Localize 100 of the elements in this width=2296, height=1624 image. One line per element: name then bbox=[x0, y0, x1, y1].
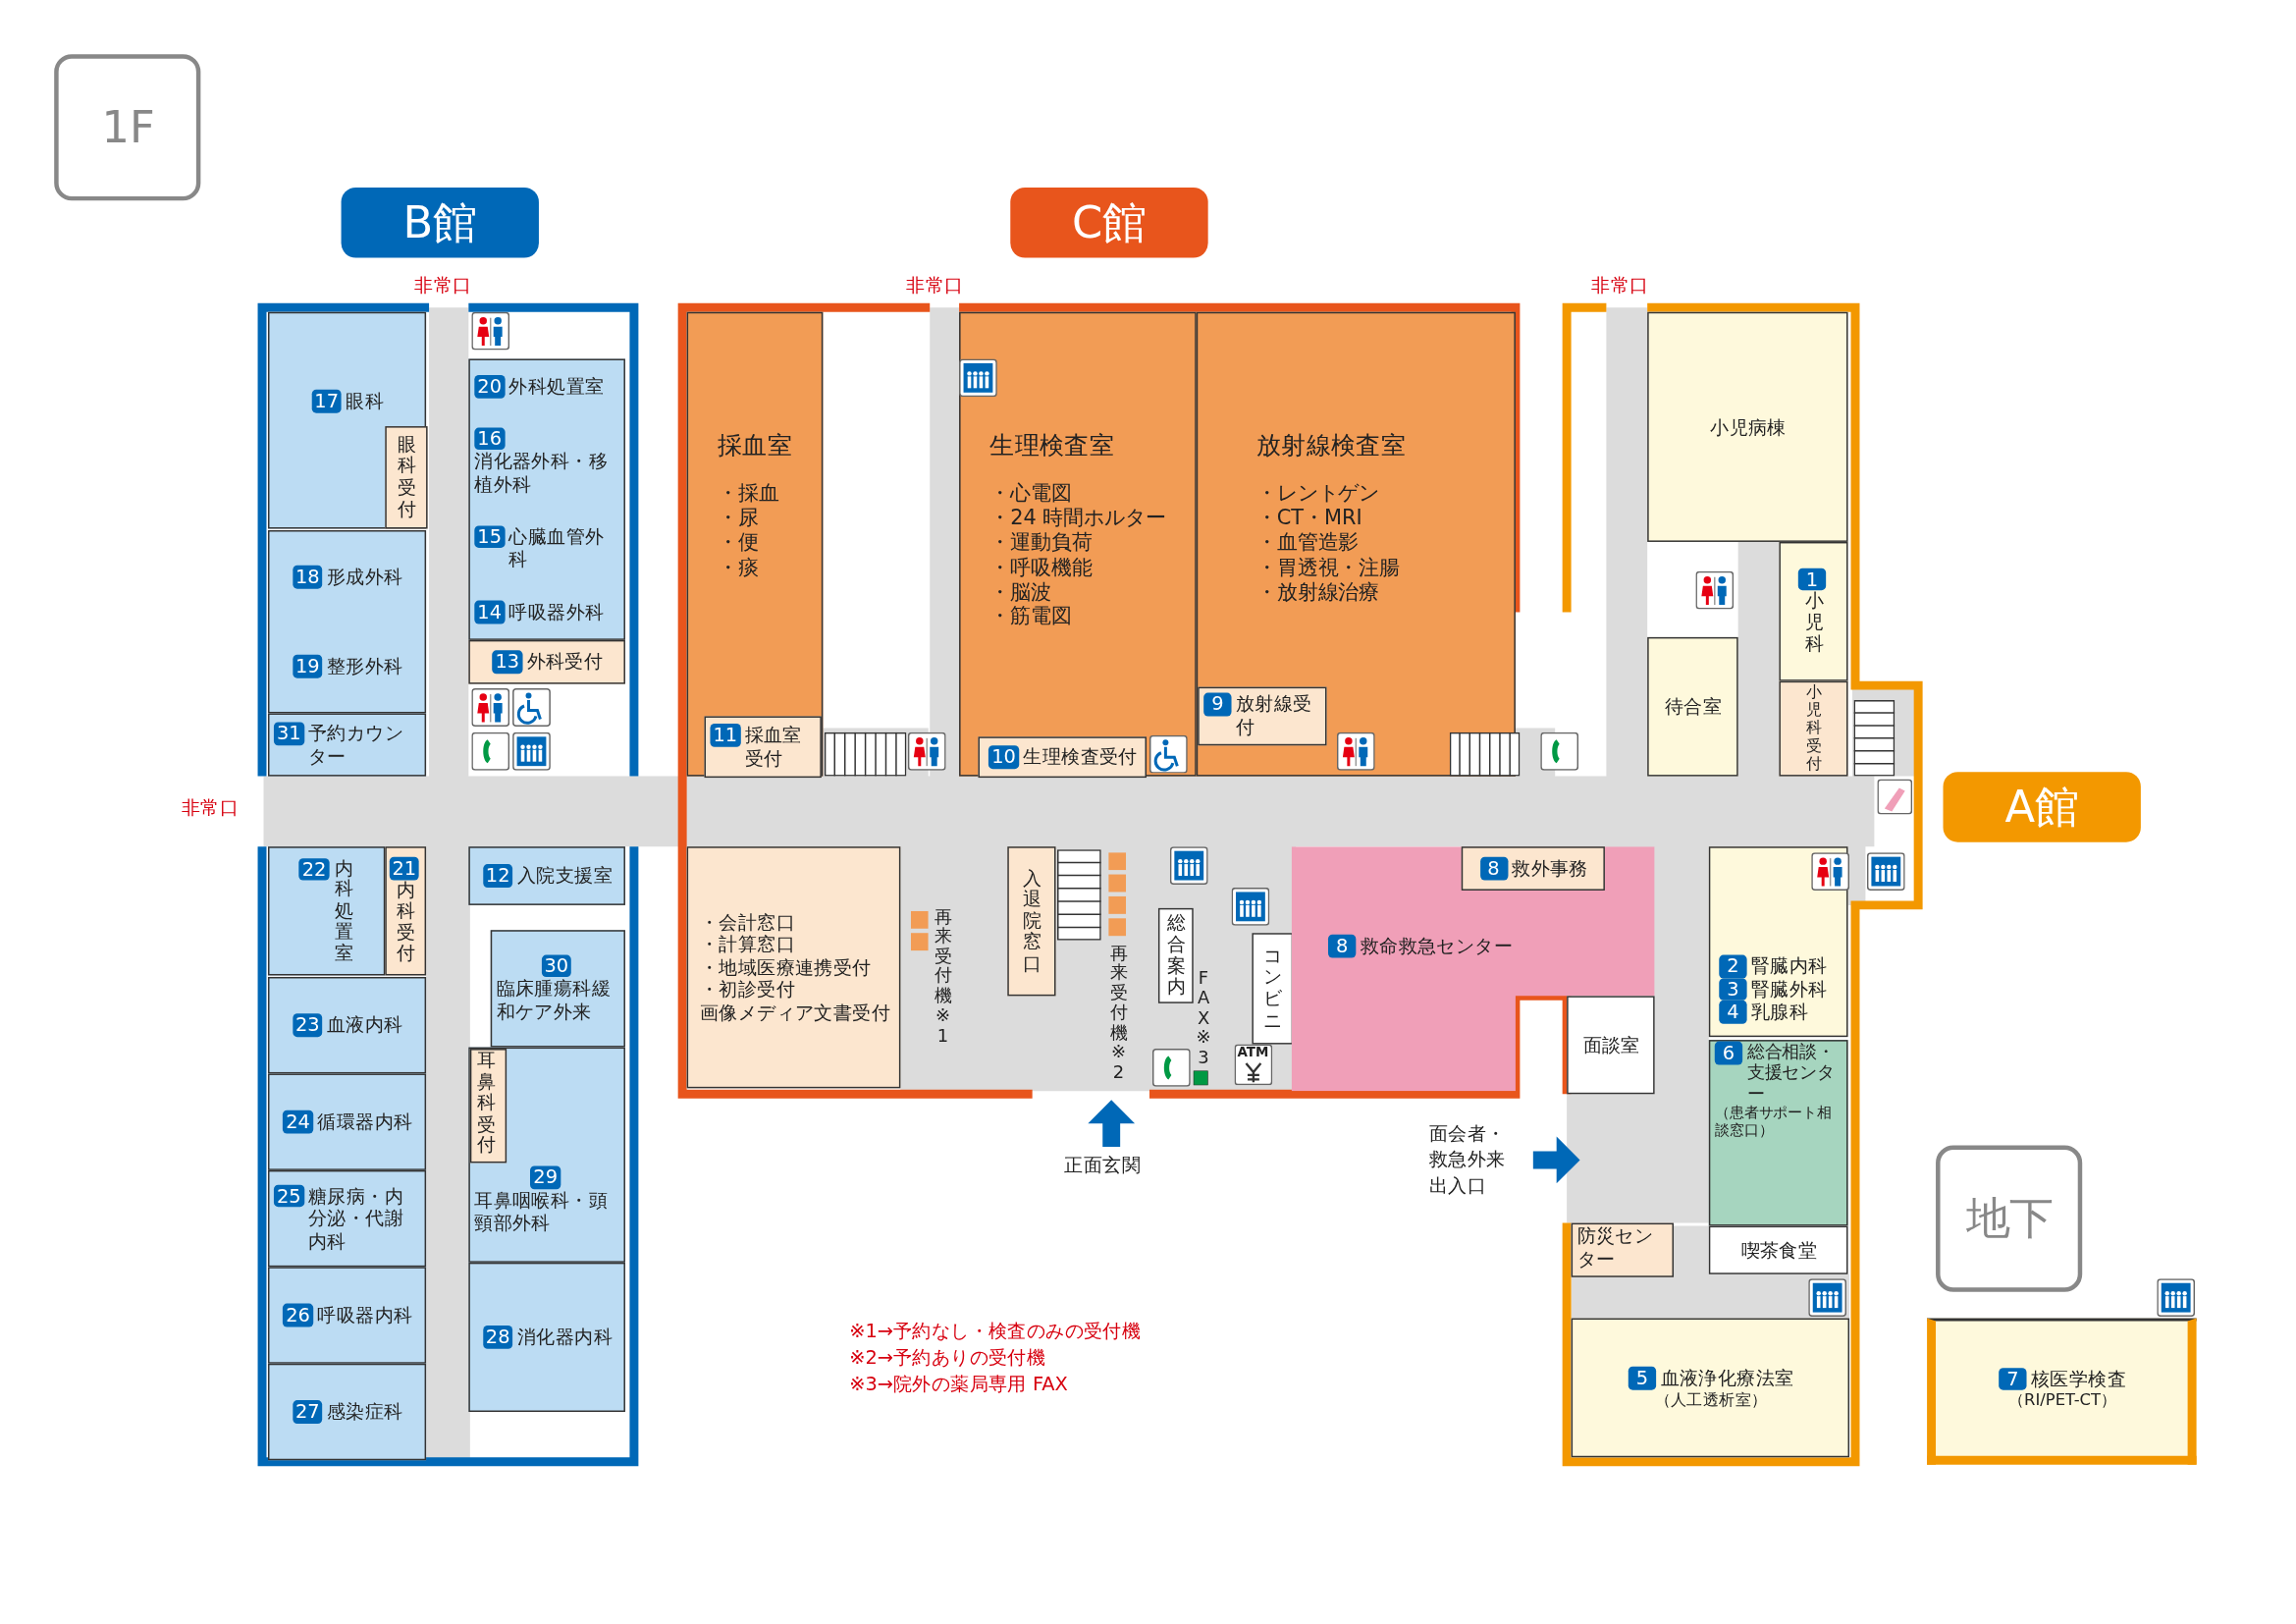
room bbox=[1196, 311, 1516, 777]
service-item: ・地域医療連携受付 bbox=[700, 955, 873, 979]
reception-desk bbox=[385, 846, 427, 976]
room-number-badge: 25 bbox=[273, 1184, 304, 1208]
room-name: 防災センター bbox=[1576, 1224, 1655, 1271]
room-number-badge: 5 bbox=[1628, 1366, 1657, 1390]
reception-desk bbox=[468, 639, 625, 684]
room-name: 心臓血管外科 bbox=[508, 525, 606, 571]
room-name: 内科処置室 bbox=[334, 857, 355, 965]
reception-desk bbox=[704, 716, 822, 779]
room-name: 耳鼻咽喉科・頭頸部外科 bbox=[474, 1188, 610, 1235]
room-number-badge: 28 bbox=[482, 1326, 513, 1349]
room bbox=[1708, 846, 1848, 1038]
room-name: 生理検査室 bbox=[989, 430, 1116, 460]
service-item: ・血管造影 bbox=[1255, 530, 1361, 556]
room-name: 放射線検査室 bbox=[1255, 430, 1408, 460]
sign-label: 正面玄関 bbox=[1064, 1153, 1142, 1178]
reception-desk bbox=[686, 846, 901, 1089]
room-name: 救命救急センター bbox=[1360, 934, 1513, 957]
room-number-badge: 4 bbox=[1719, 1001, 1747, 1024]
room-name: 予約カウンター bbox=[308, 722, 405, 768]
floor-sign bbox=[54, 54, 201, 201]
room-name: 外科受付 bbox=[526, 650, 604, 674]
room-number-badge: 12 bbox=[482, 864, 513, 888]
room-name: 消化器内科 bbox=[516, 1326, 613, 1349]
room bbox=[1571, 1318, 1850, 1458]
room-number-badge: 24 bbox=[283, 1110, 313, 1134]
reception-desk bbox=[1461, 846, 1605, 891]
room bbox=[1567, 996, 1655, 1095]
room-name: 総合相談・支援センター bbox=[1746, 1041, 1837, 1105]
service-item: ・会計窓口 bbox=[700, 910, 796, 934]
room-name: 消化器外科・移植外科 bbox=[474, 450, 610, 497]
room-name: （患者サポート相談窓口） bbox=[1714, 1105, 1834, 1140]
exit-label: 非常口 bbox=[1591, 272, 1649, 298]
service-item: ・尿 bbox=[717, 505, 760, 530]
service-item: ・初診受付 bbox=[700, 978, 796, 1002]
room-name: 面談室 bbox=[1582, 1033, 1640, 1056]
room bbox=[468, 1262, 625, 1412]
reception-desk bbox=[385, 426, 428, 529]
room-number-badge: 16 bbox=[474, 427, 505, 451]
room-name: 核医学検査 bbox=[2031, 1367, 2126, 1390]
room-name: （RI/PET-CT） bbox=[2007, 1389, 2117, 1410]
room bbox=[268, 1267, 427, 1364]
room-name: 感染症科 bbox=[327, 1400, 403, 1424]
room-name: 循環器内科 bbox=[317, 1110, 413, 1134]
service-item: ・運動負荷 bbox=[989, 530, 1094, 556]
room-name: 腎臓内科 bbox=[1751, 954, 1828, 979]
room-number-badge: 26 bbox=[283, 1303, 313, 1327]
room-name: コンビニ bbox=[1262, 946, 1284, 1032]
room-number-badge: 9 bbox=[1203, 693, 1232, 717]
room-name: 耳鼻科受付 bbox=[476, 1050, 498, 1158]
room bbox=[468, 358, 625, 640]
room-number-badge: 15 bbox=[474, 525, 505, 549]
room-name: 入退院窓口 bbox=[1021, 868, 1043, 975]
service-item: ・CT・MRI bbox=[1255, 505, 1363, 530]
room bbox=[490, 930, 625, 1048]
room-number-badge: 8 bbox=[1479, 856, 1508, 881]
room-name: 形成外科 bbox=[327, 565, 403, 588]
room-name: 採血室 bbox=[717, 430, 793, 460]
room-name: 内科受付 bbox=[396, 880, 417, 965]
room bbox=[1252, 933, 1294, 1045]
room-name: 糖尿病・内分泌・代謝内科 bbox=[308, 1184, 405, 1253]
room bbox=[1647, 311, 1848, 542]
room-name: 小児科 bbox=[1803, 590, 1825, 655]
reception-desk bbox=[978, 736, 1147, 779]
emergency-center-area bbox=[1291, 846, 1655, 1092]
room-number-badge: 11 bbox=[710, 724, 741, 747]
room-number-badge: 23 bbox=[292, 1013, 323, 1037]
room-number-badge: 20 bbox=[474, 375, 505, 399]
room-name: 眼科 bbox=[346, 389, 385, 413]
reception-desk bbox=[1007, 846, 1056, 997]
exit-label: 非常口 bbox=[414, 272, 472, 298]
room bbox=[268, 311, 427, 529]
room bbox=[268, 713, 427, 777]
reception-desk bbox=[1779, 680, 1848, 777]
room-name: 喫茶食堂 bbox=[1740, 1238, 1818, 1262]
room-number-badge: 17 bbox=[311, 389, 342, 413]
room bbox=[268, 1169, 427, 1268]
room-name: 入院支援室 bbox=[516, 864, 613, 888]
room-name: 待合室 bbox=[1665, 695, 1723, 719]
note-text: ※3→院外の薬局専用 FAX bbox=[849, 1371, 1068, 1397]
exit-label: 非常口 bbox=[906, 272, 964, 298]
service-item: ・痰 bbox=[717, 555, 760, 580]
room-number-badge: 31 bbox=[273, 722, 304, 745]
room-number-badge: 21 bbox=[389, 856, 420, 881]
note-text: ※1→予約なし・検査のみの受付機 bbox=[849, 1319, 1142, 1344]
service-item: ・計算窓口 bbox=[700, 933, 796, 956]
room-name: 血液浄化療法室 bbox=[1660, 1366, 1794, 1390]
service-item: ・心電図 bbox=[989, 480, 1073, 506]
service-item: ・呼吸機能 bbox=[989, 555, 1094, 580]
sign-label: 面会者・救急外来出入口 bbox=[1428, 1120, 1507, 1199]
room bbox=[1708, 1040, 1848, 1226]
room bbox=[268, 530, 427, 714]
room bbox=[468, 846, 625, 905]
building-name-badge: A館 bbox=[1943, 772, 2141, 842]
room-number-badge: 19 bbox=[292, 655, 323, 678]
service-item: ・胃透視・注腸 bbox=[1255, 555, 1402, 580]
room-name: 腎臓外科 bbox=[1751, 978, 1828, 1001]
sign-label: FAX※3 bbox=[1195, 969, 1212, 1068]
room-name: （人工透析室） bbox=[1654, 1389, 1768, 1409]
